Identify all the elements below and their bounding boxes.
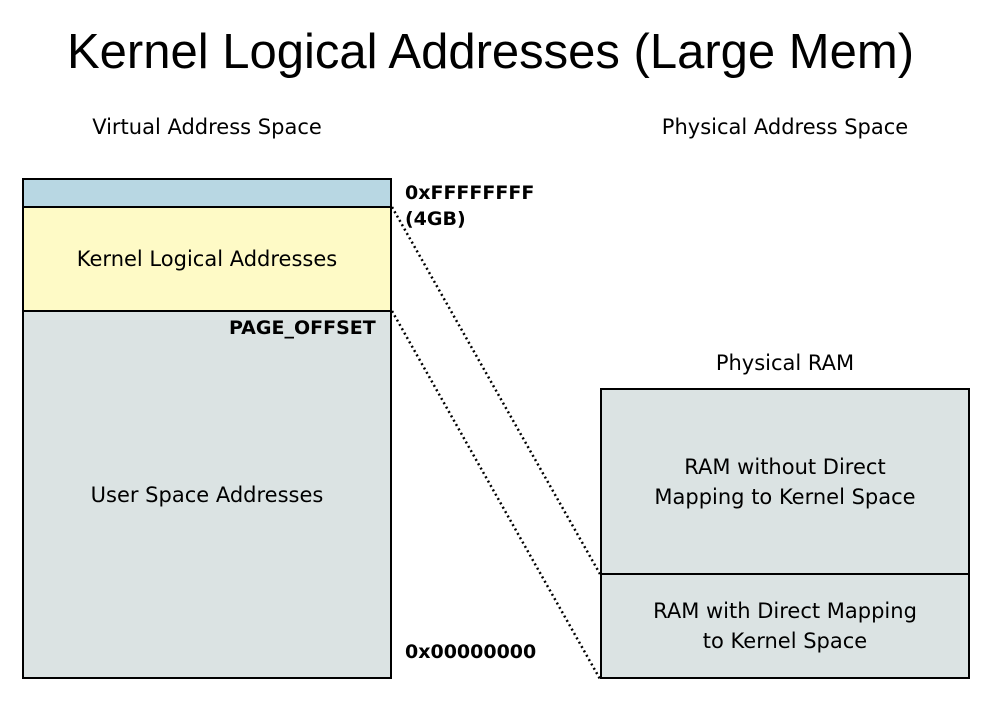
ram-with-direct-mapping-region: RAM with Direct Mapping to Kernel Space bbox=[600, 573, 970, 679]
physical-address-space-heading: Physical Address Space bbox=[661, 115, 909, 139]
ram-without-direct-mapping-region: RAM without Direct Mapping to Kernel Spa… bbox=[600, 388, 970, 575]
user-space-addresses-label: User Space Addresses bbox=[90, 482, 324, 507]
physical-ram-heading: Physical RAM bbox=[715, 351, 855, 375]
top-address-label: 0xFFFFFFFF bbox=[405, 182, 535, 204]
top-address-size-label: (4GB) bbox=[405, 208, 466, 230]
virtual-address-space-heading: Virtual Address Space bbox=[92, 115, 322, 139]
mapping-line-bottom bbox=[390, 310, 602, 680]
page-title: Kernel Logical Addresses (Large Mem) bbox=[66, 25, 915, 79]
bottom-address-label: 0x00000000 bbox=[405, 641, 537, 663]
mapping-line-top bbox=[390, 206, 602, 575]
user-space-addresses-region: User Space Addresses bbox=[22, 310, 392, 679]
ram-without-direct-mapping-line1: RAM without Direct bbox=[684, 454, 886, 479]
ram-with-direct-mapping-line2: to Kernel Space bbox=[702, 629, 868, 653]
kernel-logical-addresses-region: Kernel Logical Addresses bbox=[22, 206, 392, 312]
kernel-high-memory-strip bbox=[22, 178, 392, 208]
page-offset-label: PAGE_OFFSET bbox=[229, 317, 376, 339]
ram-without-direct-mapping-line2: Mapping to Kernel Space bbox=[654, 484, 916, 509]
kernel-logical-addresses-label: Kernel Logical Addresses bbox=[76, 247, 338, 271]
ram-with-direct-mapping-line1: RAM with Direct Mapping bbox=[653, 599, 917, 623]
